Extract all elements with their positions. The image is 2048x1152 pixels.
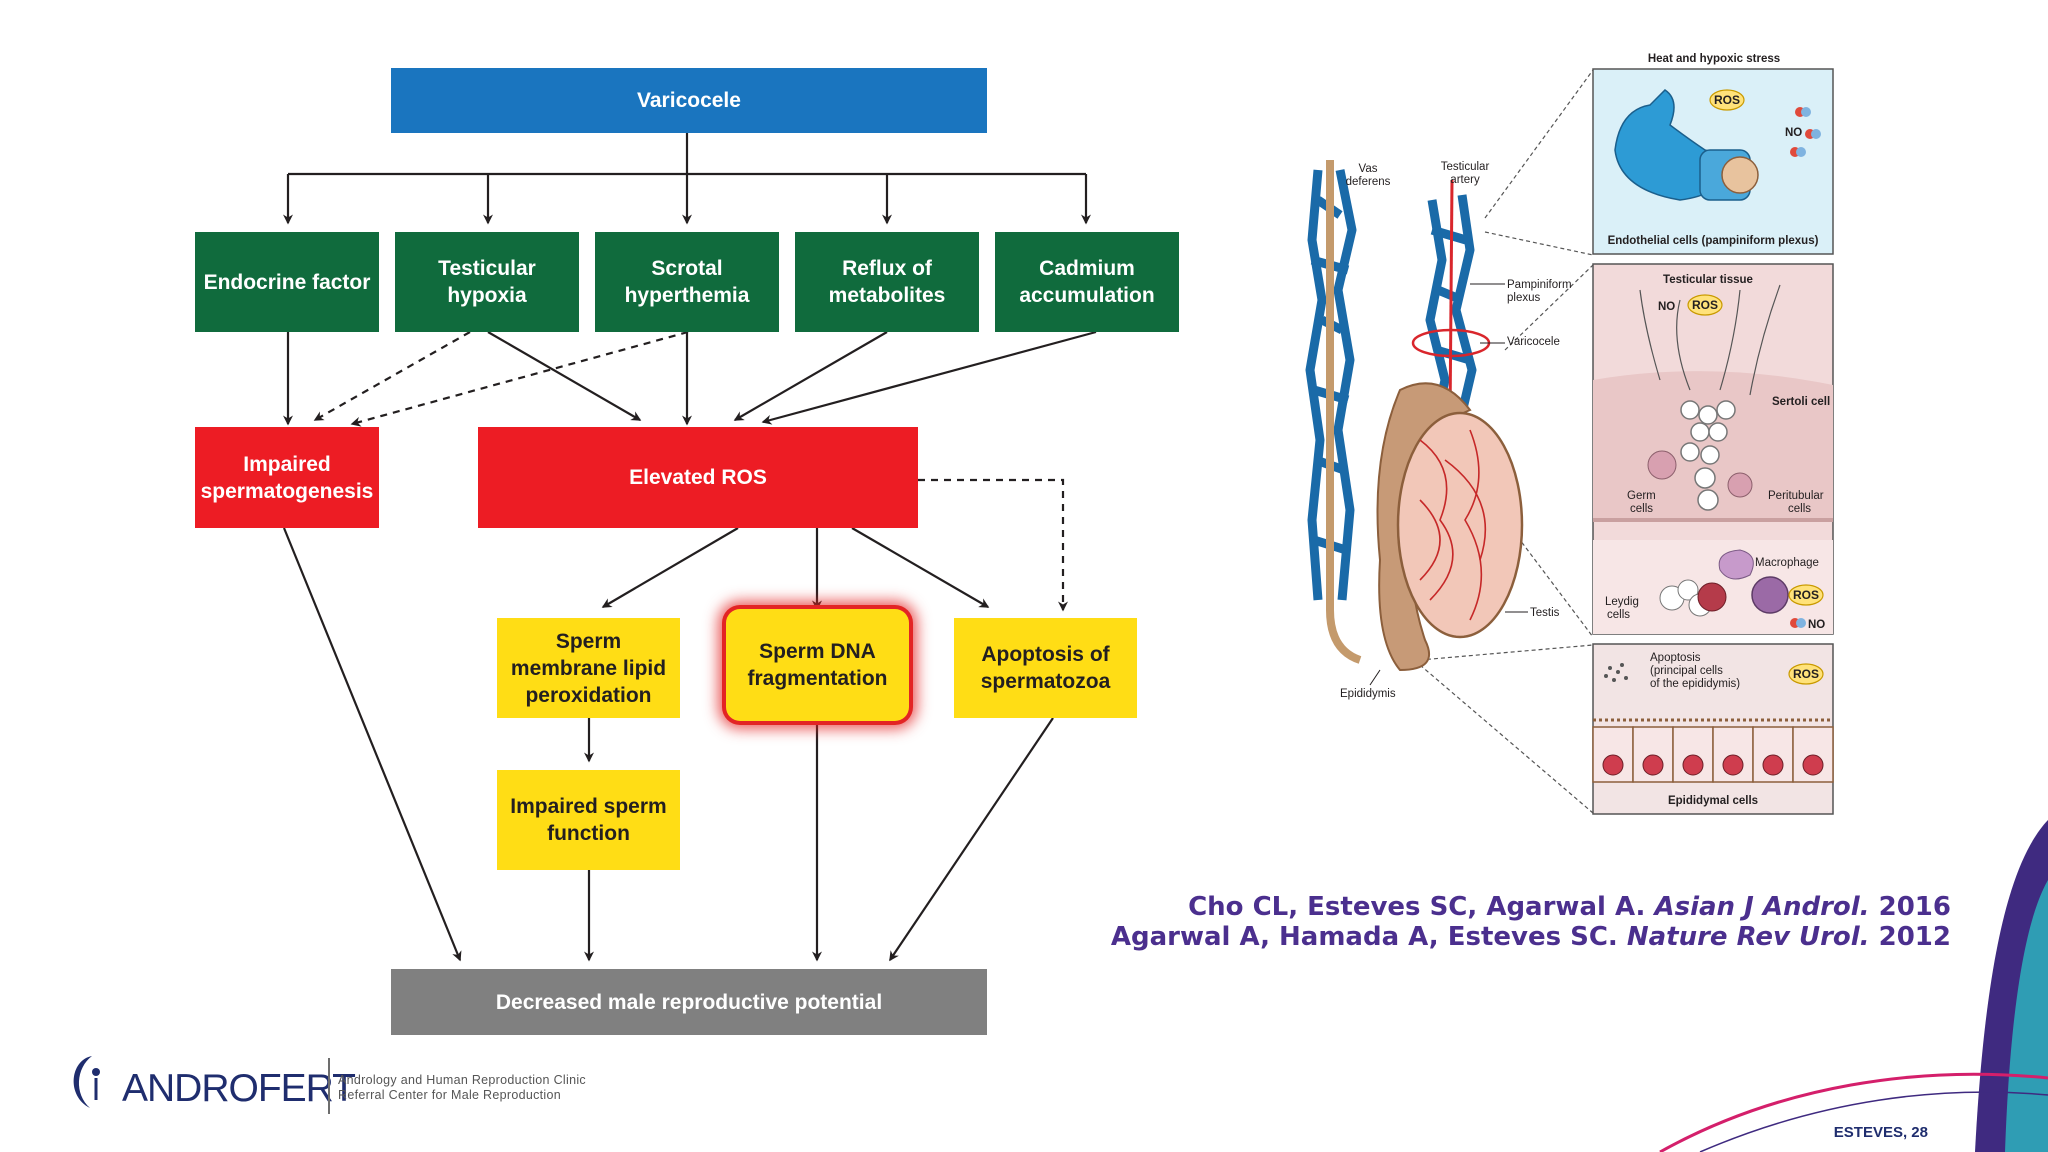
svg-text:NO: NO <box>1808 619 1825 631</box>
arrow <box>282 527 462 962</box>
svg-text:Epididymal cells: Epididymal cells <box>1668 795 1758 807</box>
arrow <box>350 330 689 427</box>
svg-text:ROS: ROS <box>1793 667 1819 681</box>
sperm-membrane-lipid-peroxidation-box: Sperm membrane lipid peroxidation <box>497 618 680 718</box>
ref1-journal: Asian J Androl. <box>1654 892 1870 922</box>
logo-tagline-1: Andrology and Human Reproduction Clinic <box>338 1073 586 1087</box>
svg-text:Testicular tissue: Testicular tissue <box>1663 274 1753 286</box>
svg-text:ROS: ROS <box>1793 588 1819 602</box>
endocrine-factor-box: Endocrine factor <box>195 232 379 332</box>
svg-text:NO: NO <box>1785 127 1802 139</box>
arrow <box>601 527 739 608</box>
testicular-hypoxia-box: Testicular hypoxia <box>395 232 579 332</box>
apoptosis-of-spermatozoa-box: Apoptosis of spermatozoa <box>954 618 1137 718</box>
ref2-journal: Nature Rev Urol. <box>1626 922 1870 952</box>
svg-text:NO: NO <box>1658 301 1675 313</box>
cadmium-accumulation-box: Cadmium accumulation <box>995 232 1179 332</box>
svg-text:ROS: ROS <box>1692 298 1718 312</box>
arrow <box>733 331 888 421</box>
androfert-logo-icon <box>73 1056 100 1108</box>
testicular-tissue-panel: Testicular tissue ROS NO Sertoli cell Ge… <box>1592 263 1834 635</box>
page-number: ESTEVES, 28 <box>1833 1124 1928 1141</box>
elevated-ros-box: Elevated ROS <box>478 427 918 528</box>
ref1-authors: Cho CL, Esteves SC, Agarwal A. <box>1188 892 1646 922</box>
impaired-spermatogenesis-box: Impaired spermatogenesis <box>195 427 379 528</box>
reference-1: Cho CL, Esteves SC, Agarwal A. Asian J A… <box>1188 892 1951 922</box>
arrow <box>889 717 1054 962</box>
testis-shape <box>1396 411 1524 639</box>
epididymis-label: Epididymis <box>1340 688 1396 700</box>
svg-text:Endothelial cells (pampiniform: Endothelial cells (pampiniform plexus) <box>1608 235 1819 247</box>
arrow <box>851 527 990 608</box>
impaired-sperm-function-box: Impaired sperm function <box>497 770 680 870</box>
scrotal-hyperthemia-box: Scrotal hyperthemia <box>595 232 779 332</box>
ref1-year: 2016 <box>1878 892 1951 922</box>
svg-text:Sertoli cell: Sertoli cell <box>1772 396 1830 408</box>
svg-text:Heat and hypoxic stress: Heat and hypoxic stress <box>1648 53 1780 65</box>
ref2-year: 2012 <box>1878 922 1951 952</box>
logo-wordmark: ANDROFERT <box>122 1067 356 1110</box>
reference-2: Agarwal A, Hamada A, Esteves SC. Nature … <box>1111 922 1951 952</box>
svg-text:ROS: ROS <box>1714 93 1740 107</box>
endothelial-cells-panel: Heat and hypoxic stress ROS NO Endotheli… <box>1592 53 1834 255</box>
varicocele-box: Varicocele <box>391 68 987 133</box>
svg-text:Macrophage: Macrophage <box>1755 557 1819 569</box>
logo-tagline-2: Referral Center for Male Reproduction <box>338 1088 562 1102</box>
arrow <box>918 478 1068 612</box>
arrow <box>761 330 1097 425</box>
testis-label: Testis <box>1530 607 1560 619</box>
arrow <box>313 331 471 421</box>
ref2-authors: Agarwal A, Hamada A, Esteves SC. <box>1110 922 1618 952</box>
sperm-dna-fragmentation-box: Sperm DNA fragmentation <box>726 609 909 721</box>
logo-divider <box>328 1058 330 1114</box>
illus-varicocele-label: Varicocele <box>1507 336 1560 348</box>
decreased-male-reproductive-potential-box: Decreased male reproductive potential <box>391 969 987 1035</box>
reflux-of-metabolites-box: Reflux of metabolites <box>795 232 979 332</box>
arrow <box>487 331 642 421</box>
